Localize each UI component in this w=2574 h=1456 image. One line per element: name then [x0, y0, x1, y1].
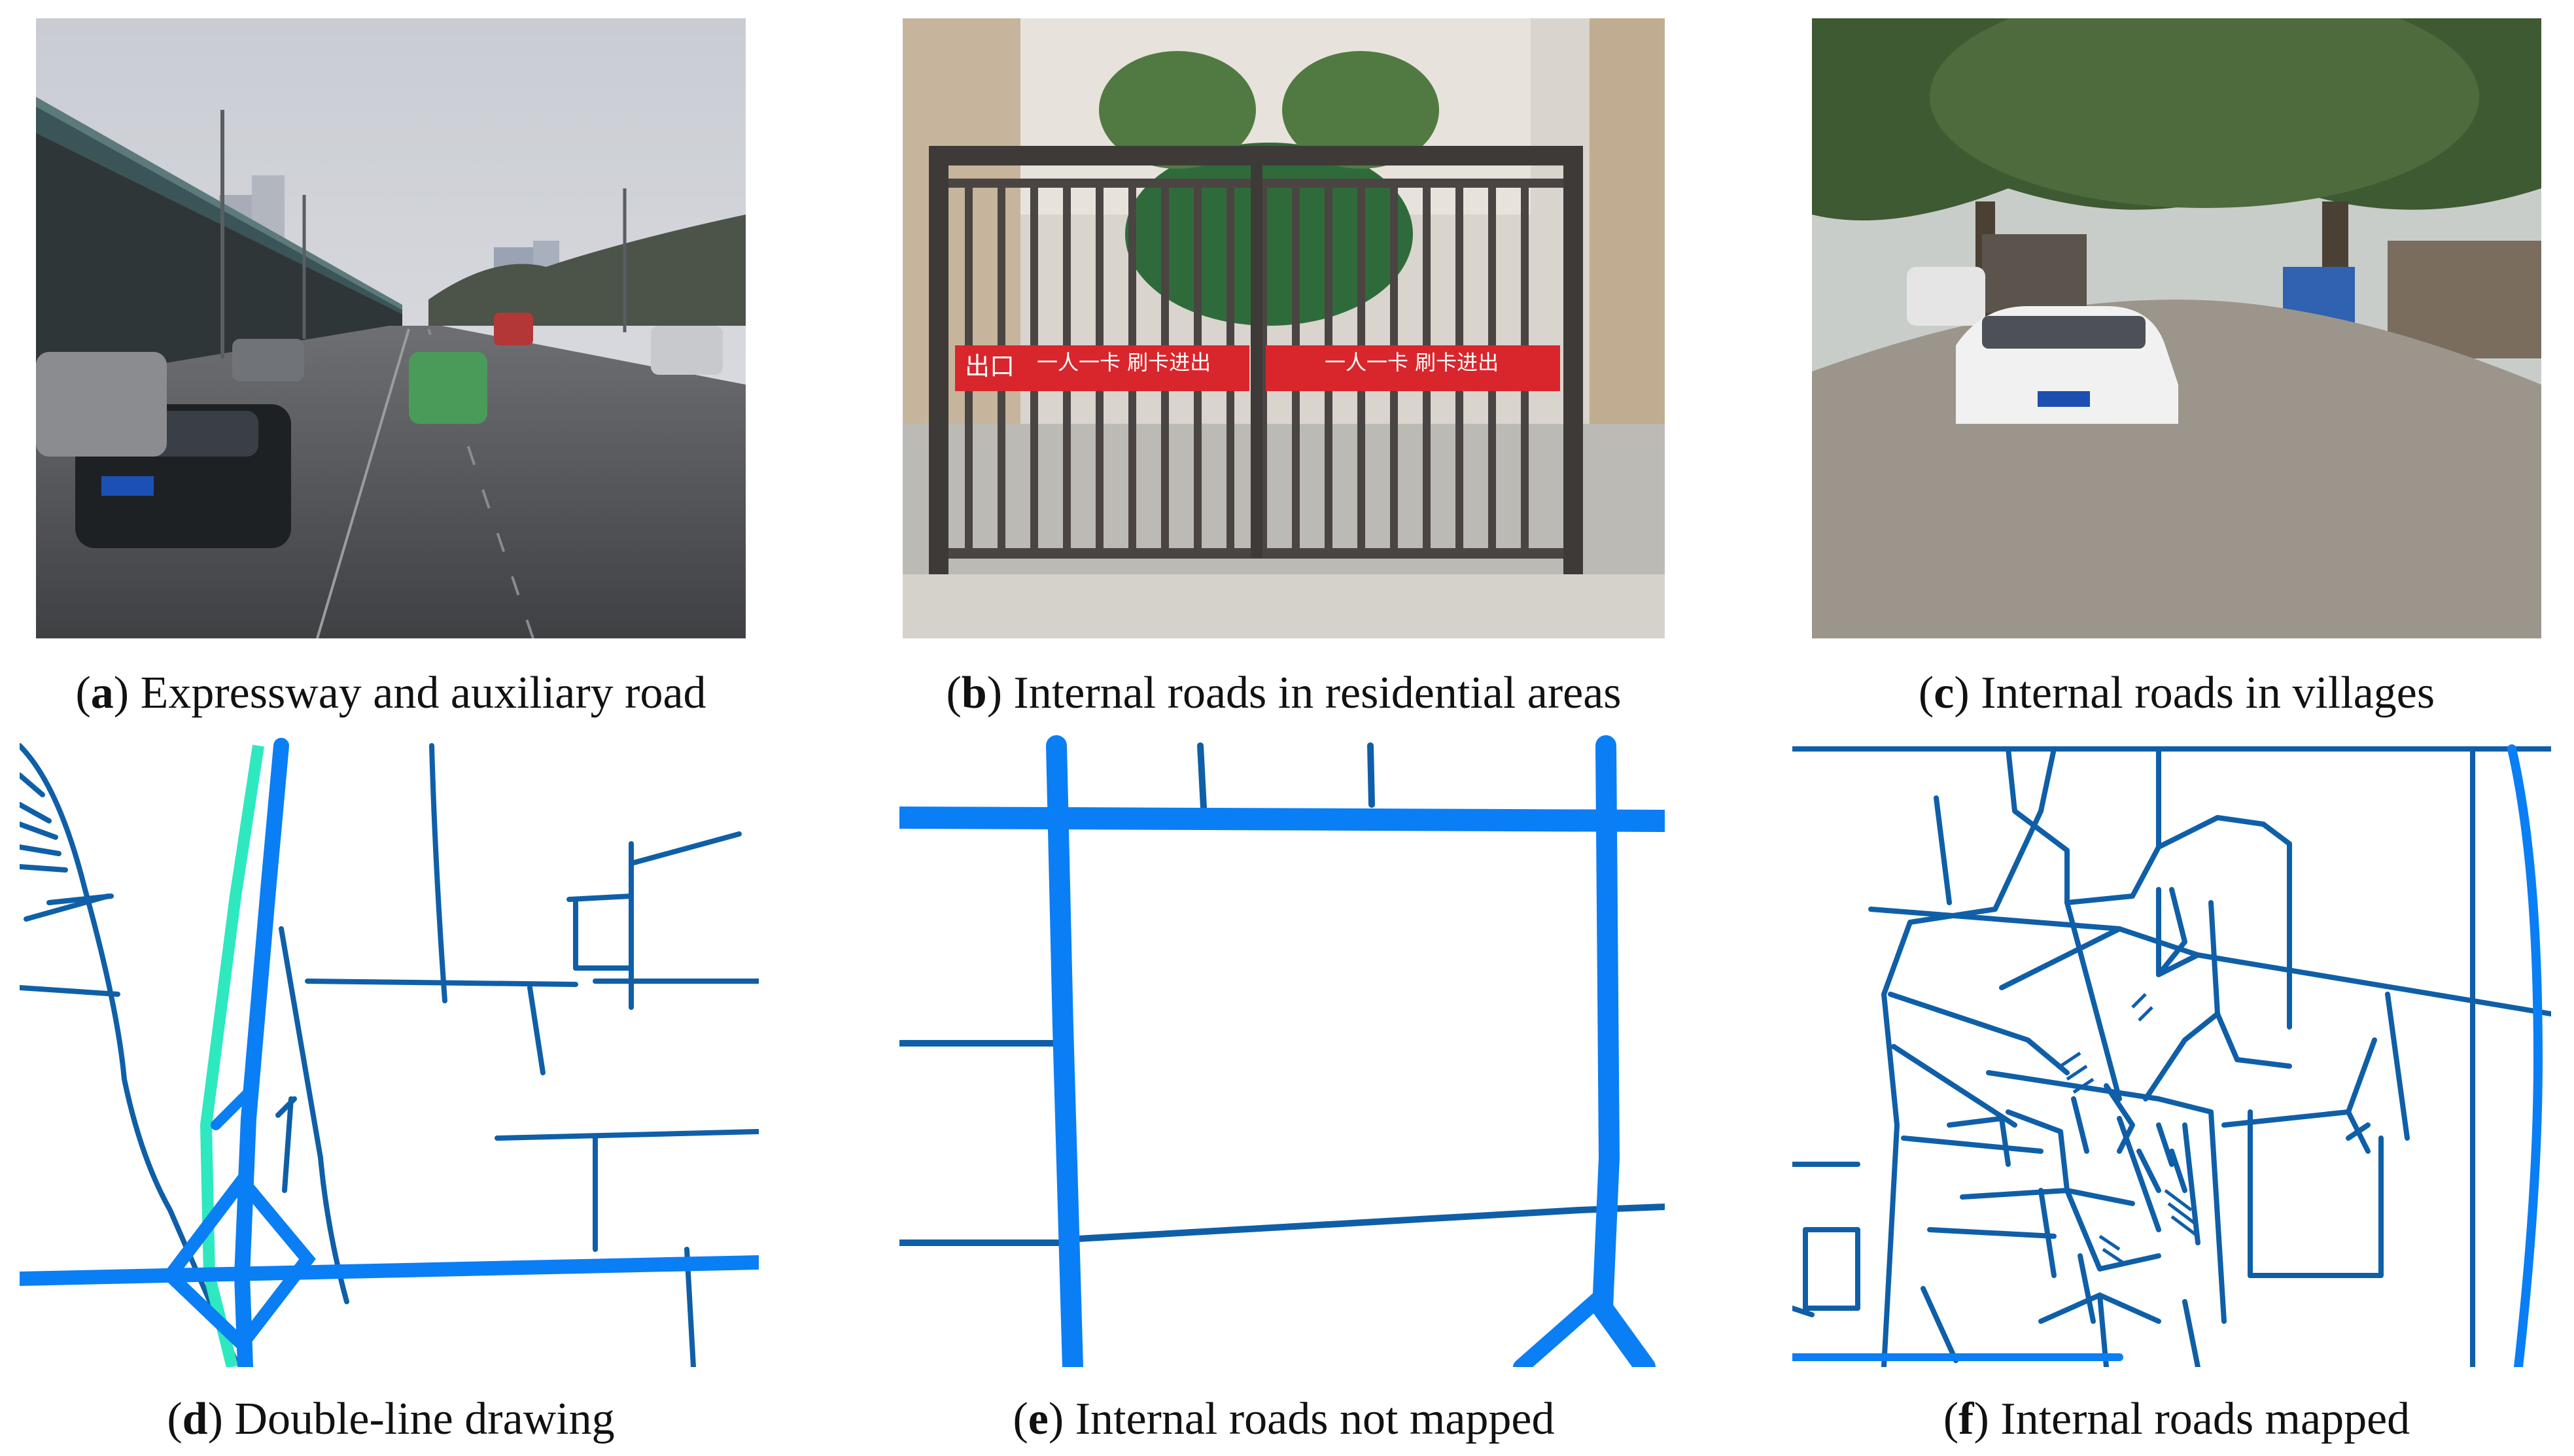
map-roads-not-mapped — [899, 733, 1665, 1367]
caption-a-letter: a — [90, 668, 114, 718]
caption-d-letter: d — [182, 1394, 208, 1444]
caption-e-text: Internal roads not mapped — [1075, 1394, 1555, 1444]
caption-b-letter: b — [961, 668, 987, 718]
map-roads-mapped — [1792, 733, 2551, 1367]
caption-f: (f) Internal roads mapped — [1943, 1394, 2410, 1444]
caption-c-letter: c — [1934, 668, 1955, 718]
caption-a: (a) Expressway and auxiliary road — [75, 668, 706, 718]
caption-c: (c) Internal roads in villages — [1918, 668, 2435, 718]
caption-f-letter: f — [1958, 1394, 1974, 1444]
caption-d-text: Double-line drawing — [234, 1394, 615, 1444]
photo-residential-gate: 出口 一人一卡 刷卡进出 一人一卡 刷卡进出 — [903, 18, 1665, 638]
caption-b-text: Internal roads in residential areas — [1013, 668, 1622, 718]
map-double-line — [20, 733, 759, 1367]
photo-expressway — [36, 18, 746, 638]
caption-e-letter: e — [1028, 1394, 1049, 1444]
caption-e: (e) Internal roads not mapped — [1013, 1394, 1555, 1444]
gate-sign-exit: 出口 — [965, 352, 1015, 381]
gate-sign-right: 一人一卡 刷卡进出 — [1325, 350, 1499, 375]
caption-d: (d) Double-line drawing — [167, 1394, 615, 1444]
caption-c-text: Internal roads in villages — [1981, 668, 2435, 718]
caption-b: (b) Internal roads in residential areas — [946, 668, 1622, 718]
gate-sign-left: 一人一卡 刷卡进出 — [1037, 350, 1211, 375]
caption-a-text: Expressway and auxiliary road — [140, 668, 706, 718]
photo-village-road — [1812, 18, 2541, 638]
caption-f-text: Internal roads mapped — [2000, 1394, 2410, 1444]
